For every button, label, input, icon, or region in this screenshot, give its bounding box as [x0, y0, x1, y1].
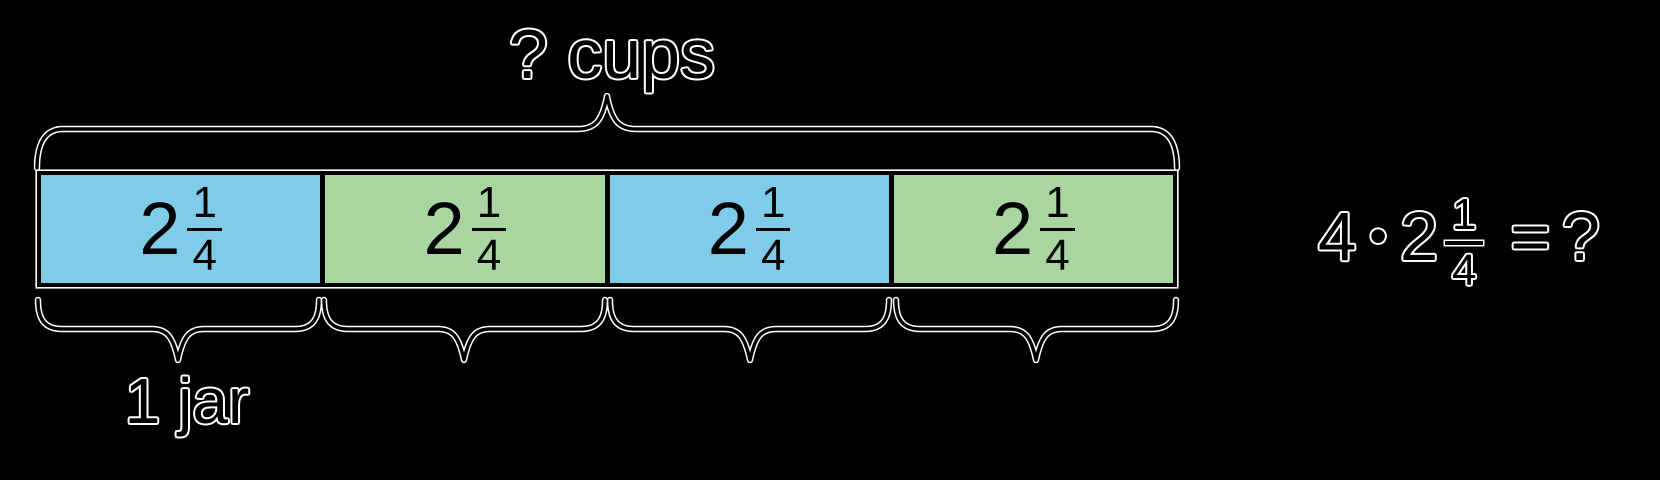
- equation-fraction-numerator: 1: [1452, 190, 1477, 239]
- multiplication-dot: •: [1369, 208, 1387, 264]
- equation-fraction-denominator: 4: [1452, 246, 1477, 295]
- bottom-brace-3: [606, 296, 893, 364]
- mixed-number: 2 1 4: [992, 180, 1075, 280]
- fraction-denominator: 4: [476, 230, 502, 280]
- whole-number: 2: [423, 187, 465, 270]
- fraction-denominator: 4: [1045, 230, 1070, 280]
- equation-fraction: 1 4: [1445, 190, 1484, 295]
- fraction-numerator: 1: [187, 180, 222, 231]
- fraction-numerator: 1: [1040, 180, 1075, 231]
- equation: 4 • 2 1 4 = ?: [1318, 186, 1600, 293]
- equals-sign: =: [1510, 197, 1551, 275]
- tape-cell-1: 2 1 4: [41, 175, 321, 283]
- fraction-denominator: 4: [760, 230, 786, 280]
- tape-bar: 2 1 4 2 1 4 2 1 4: [37, 171, 1177, 287]
- equation-factor: 4: [1318, 197, 1357, 275]
- fraction-numerator: 1: [755, 180, 791, 231]
- whole-number: 2: [992, 187, 1034, 270]
- fraction: 1 4: [755, 180, 791, 280]
- fraction-denominator: 4: [192, 230, 217, 280]
- fraction: 1 4: [187, 180, 222, 280]
- equation-mixed-whole: 2: [1399, 197, 1439, 275]
- whole-number: 2: [139, 187, 181, 270]
- jar-label: 1 jar: [124, 365, 250, 437]
- fraction-numerator: 1: [471, 180, 507, 231]
- equation-result: ?: [1561, 197, 1600, 275]
- tape-cell-3: 2 1 4: [609, 175, 889, 283]
- bottom-brace-2: [320, 296, 609, 364]
- mixed-number: 2 1 4: [423, 180, 507, 280]
- whole-number: 2: [707, 187, 749, 270]
- top-brace: [33, 92, 1181, 172]
- fraction: 1 4: [1040, 180, 1075, 280]
- bottom-brace-1: [34, 296, 323, 364]
- fraction: 1 4: [471, 180, 507, 280]
- fraction-bar: [1445, 241, 1484, 245]
- bottom-brace-4: [892, 296, 1180, 364]
- mixed-number: 2 1 4: [139, 180, 222, 280]
- mixed-number: 2 1 4: [707, 180, 791, 280]
- total-cups-label: ? cups: [508, 15, 716, 93]
- tape-cell-4: 2 1 4: [893, 175, 1173, 283]
- tape-cell-2: 2 1 4: [325, 175, 605, 283]
